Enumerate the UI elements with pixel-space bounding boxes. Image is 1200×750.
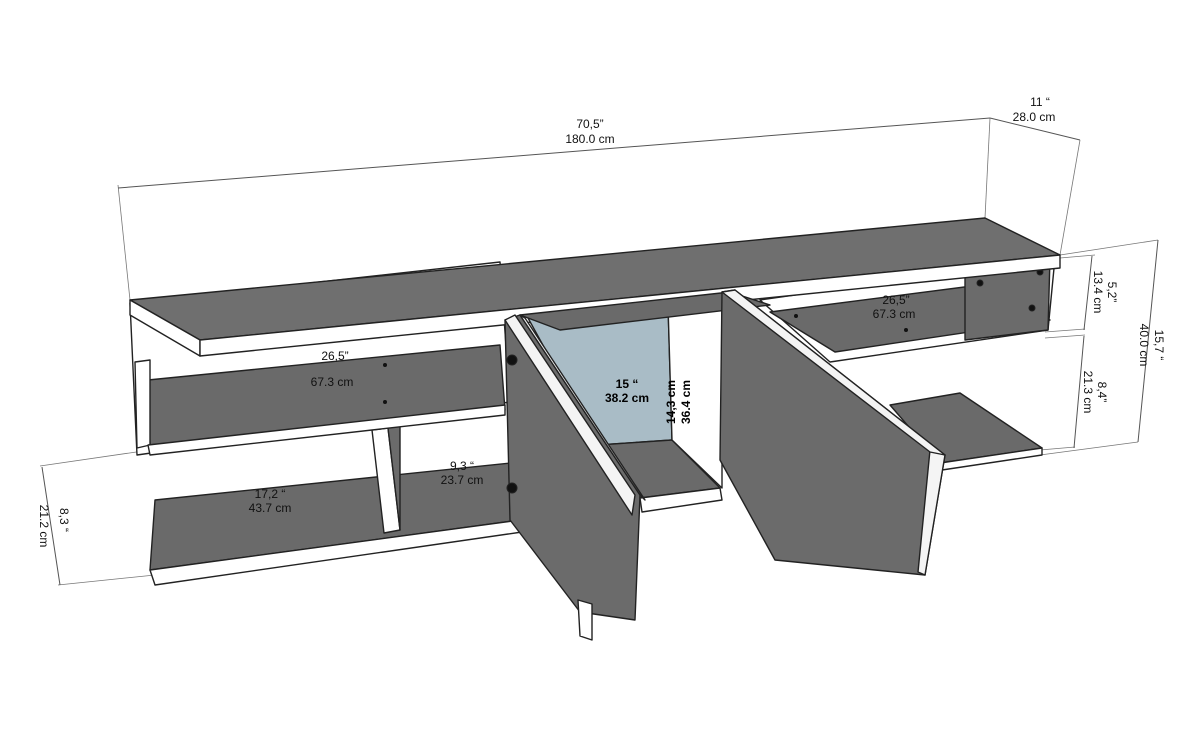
left-lower-inch-label: 8,3 “ (57, 508, 71, 532)
right-lower-inch-label: 8,4” (1095, 382, 1109, 403)
right-lower-dimension: 8,4” 21.3 cm (1039, 334, 1109, 451)
shelf-upper-left-inch: 26,5” (321, 349, 348, 363)
right-door-top-edge (721, 289, 946, 456)
height-dimension: 15,7 “ 40.0 cm (1039, 239, 1166, 456)
shelf-upper-right-inch: 26,5” (882, 293, 909, 307)
hinge-hole (506, 354, 518, 366)
left-door-leg (577, 599, 593, 641)
cabinet-height-cm: 36.4 cm (679, 380, 693, 424)
screw-hole (904, 328, 908, 332)
height-cm-label: 40.0 cm (1137, 324, 1151, 367)
width-cm-label: 180.0 cm (565, 132, 614, 146)
right-lower-cm-label: 21.3 cm (1081, 371, 1095, 414)
middle-shelf-front (147, 404, 506, 456)
cabinet-width-inch: 15 “ (616, 377, 639, 391)
right-upper-cm-label: 13.4 cm (1091, 271, 1105, 314)
left-door-top-edge (519, 314, 646, 501)
tv-unit-body (129, 217, 1061, 641)
width-dimension: 70,5” 180.0 cm (117, 117, 991, 301)
hinge-hole (506, 482, 518, 494)
screw-hole (1028, 304, 1036, 312)
left-door-edge (504, 314, 636, 516)
interior-labels: 26,5” 67.3 cm 26,5” 67.3 cm 17,2 “ 43.7 … (249, 293, 916, 515)
depth-dimension: 11 “ 28.0 cm (989, 95, 1081, 256)
height-inch-label: 15,7 “ (1152, 330, 1166, 361)
shelf-upper-right-cm: 67.3 cm (873, 307, 916, 321)
shelf-lower-left-inch: 17,2 “ (255, 487, 286, 501)
right-upper-inch-label: 5,2” (1105, 282, 1119, 303)
left-end-panel (134, 359, 151, 449)
shelf-upper-left-cm: 67.3 cm (311, 375, 354, 389)
width-inch-label: 70,5” (576, 117, 603, 131)
depth-cm-label: 28.0 cm (1013, 110, 1056, 124)
cabinet-height-inch: 14,3 cm (664, 380, 678, 424)
screw-hole (383, 400, 387, 404)
depth-inch-label: 11 “ (1030, 95, 1050, 109)
cabinet-width-cm: 38.2 cm (605, 391, 649, 405)
screw-hole (383, 363, 387, 367)
screw-hole (976, 279, 984, 287)
cabinet-top (519, 291, 771, 331)
shelf-lower-mid-cm: 23.7 cm (441, 473, 484, 487)
left-lower-dimension: 8,3 “ 21.2 cm (37, 449, 156, 586)
shelf-lower-left-cm: 43.7 cm (249, 501, 292, 515)
cabinet-front-bottom (639, 487, 723, 513)
left-lower-cm-label: 21.2 cm (37, 505, 51, 548)
right-upper-dimension: 5,2” 13.4 cm (1044, 254, 1119, 333)
shelf-lower-mid-inch: 9,3 “ (450, 459, 474, 473)
screw-hole (794, 314, 798, 318)
